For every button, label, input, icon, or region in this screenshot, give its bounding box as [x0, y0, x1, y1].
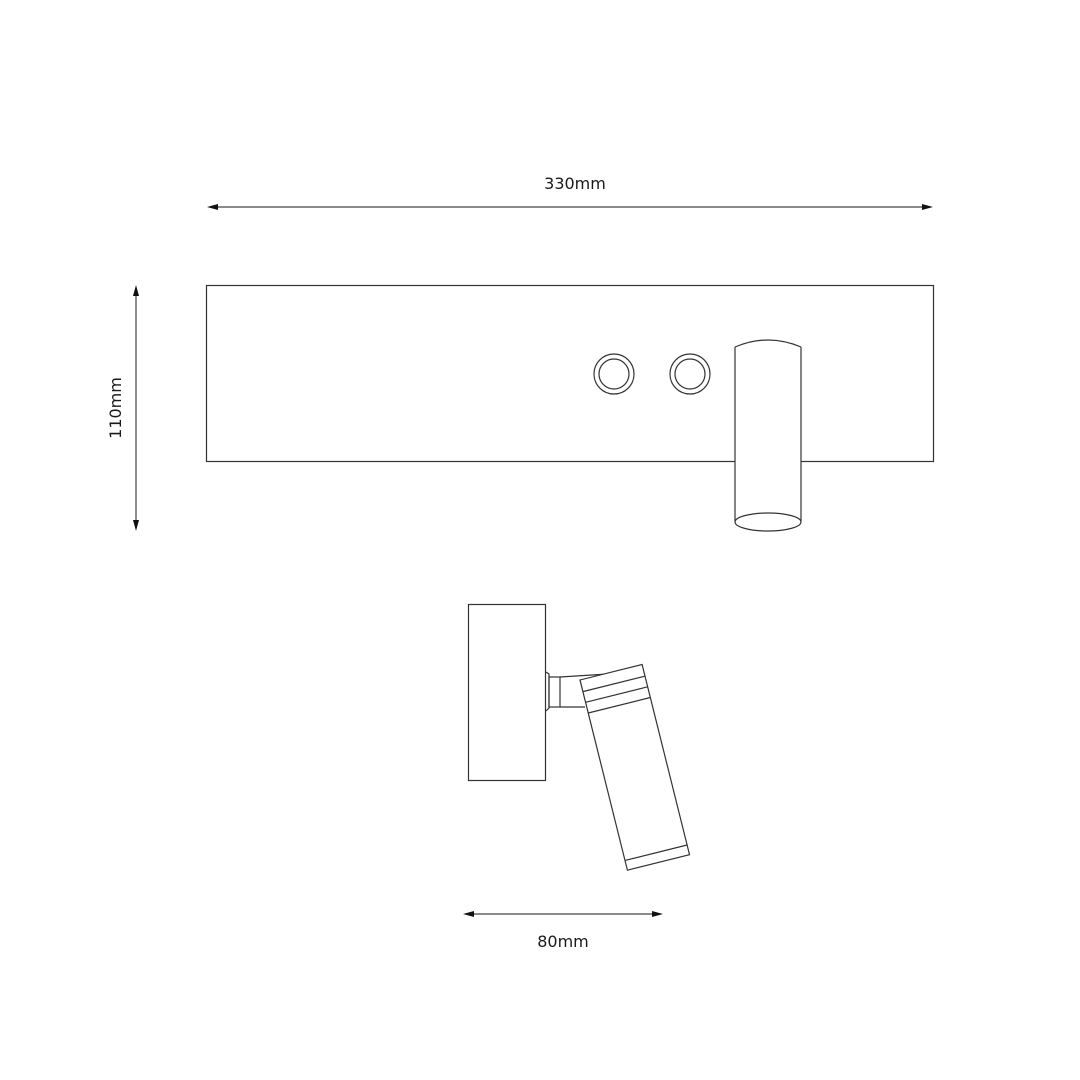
- tilted-spotlight-head: [579, 663, 691, 871]
- height-dimension: 110mm: [106, 285, 139, 531]
- cylinder-bottom-ellipse: [734, 512, 802, 532]
- button-outer-ring: [593, 353, 635, 395]
- arrow-right-icon: [652, 911, 663, 917]
- backplate-side: [467, 603, 547, 782]
- joint-collar: [548, 676, 561, 708]
- cylinder-top: [734, 339, 802, 348]
- arrow-down-icon: [133, 520, 139, 531]
- button-outer-ring: [669, 353, 711, 395]
- depth-label: 80mm: [537, 932, 589, 951]
- spotlight-body: [579, 663, 691, 871]
- side-view: [467, 603, 691, 871]
- head-band-line: [582, 675, 646, 693]
- button-inner-ring: [674, 358, 706, 390]
- arrow-up-icon: [133, 285, 139, 296]
- arrow-left-icon: [207, 204, 218, 210]
- width-label: 330mm: [544, 174, 606, 193]
- width-dimension: 330mm: [207, 174, 933, 210]
- head-band-line: [585, 686, 648, 703]
- button-inner-ring: [598, 358, 630, 390]
- height-label: 110mm: [106, 377, 125, 439]
- lens-ring-line: [624, 844, 688, 862]
- backplate: [205, 284, 935, 463]
- arrow-left-icon: [463, 911, 474, 917]
- button-2: [669, 353, 711, 395]
- spotlight-cylinder: [734, 339, 802, 532]
- depth-dimension: 80mm: [463, 911, 663, 951]
- arrow-right-icon: [922, 204, 933, 210]
- front-view: [205, 284, 935, 532]
- button-1: [593, 353, 635, 395]
- head-band-line: [588, 696, 651, 714]
